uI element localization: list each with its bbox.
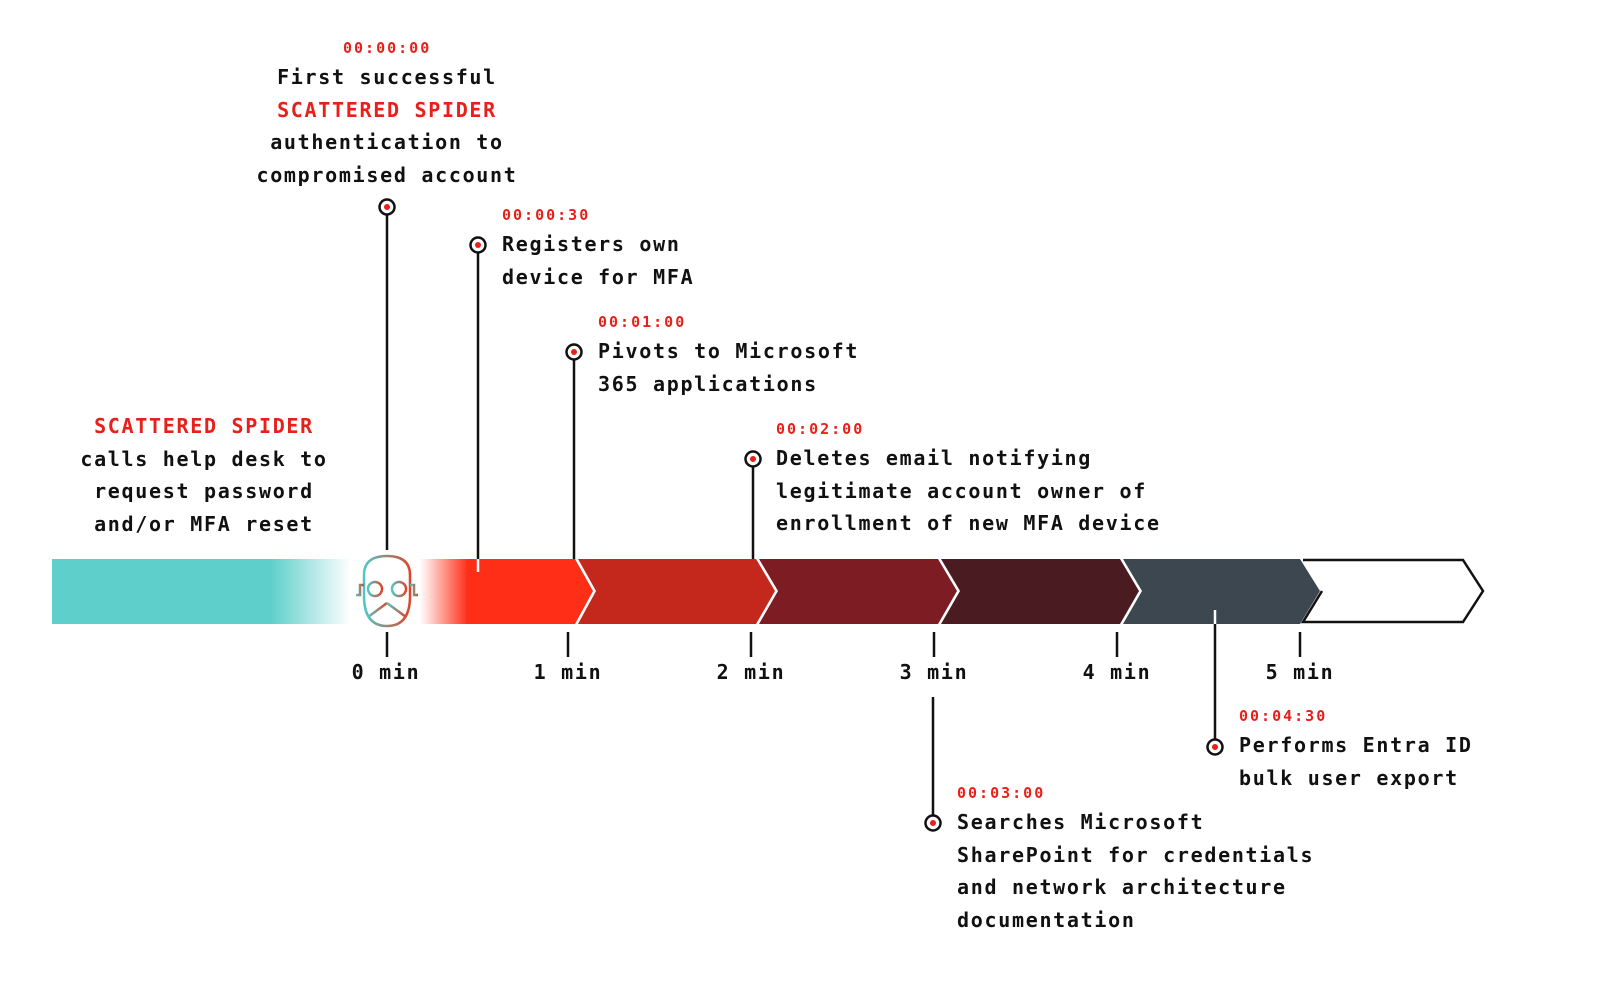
axis-label-4: 4 min: [1082, 660, 1152, 684]
intro-actor: SCATTERED SPIDER: [94, 414, 314, 438]
event-1-text: Registers own device for MFA: [502, 228, 694, 293]
event-line: bulk user export: [1239, 765, 1459, 790]
axis-ticks: [385, 632, 1302, 657]
event-line: Pivots to Microsoft: [598, 339, 860, 363]
event-4-text: Searches Microsoft SharePoint for creden…: [957, 806, 1314, 936]
event-line: documentation: [957, 907, 1136, 932]
timeline-bar: [52, 558, 1485, 624]
event-line: enrollment of new MFA device: [776, 511, 1161, 535]
axis-label-0: 0 min: [351, 660, 421, 684]
connectors: [385, 214, 1217, 816]
bar-segment-4-5: [1123, 559, 1320, 624]
event-0-time: 00:00:00: [343, 39, 432, 57]
event-0-text: First successful SCATTERED SPIDER authen…: [227, 61, 547, 191]
axis-label-3: 3 min: [899, 660, 969, 684]
bar-segment-future: [1300, 558, 1485, 624]
event-line: compromised account: [256, 162, 518, 187]
event-marker-icon: [924, 814, 942, 832]
event-2-text: Pivots to Microsoft 365 applications: [598, 335, 859, 400]
intro-line: calls help desk to: [80, 446, 328, 471]
intro-line: and/or MFA reset: [94, 511, 314, 536]
event-5-time: 00:04:30: [1239, 707, 1328, 725]
event-3-text: Deletes email notifying legitimate accou…: [776, 442, 1161, 540]
bar-red-fade: [420, 559, 468, 624]
event-line: authentication to: [270, 130, 504, 154]
bar-segment-0-1: [467, 559, 593, 624]
event-line: Registers own: [502, 232, 681, 256]
axis-label-1: 1 min: [533, 660, 603, 684]
event-2-time: 00:01:00: [598, 313, 687, 331]
event-marker-icon: [565, 343, 583, 361]
event-line: 365 applications: [598, 371, 818, 396]
event-4-time: 00:03:00: [957, 784, 1046, 802]
event-1-time: 00:00:30: [502, 206, 591, 224]
bar-segment-2-3: [759, 559, 957, 624]
event-line: Deletes email notifying: [776, 446, 1093, 470]
bar-teal: [52, 559, 272, 624]
event-marker-icon: [469, 236, 487, 254]
event-line: Performs Entra ID: [1239, 733, 1473, 757]
bar-segment-3-4: [941, 559, 1139, 624]
event-line: legitimate account owner of: [776, 478, 1148, 503]
axis-label-5: 5 min: [1265, 660, 1335, 684]
event-marker-icon: [378, 198, 396, 216]
event-5-text: Performs Entra ID bulk user export: [1239, 729, 1473, 794]
scattered-spider-logo: [356, 554, 418, 628]
bar-segment-1-2: [578, 559, 775, 624]
intro-text: SCATTERED SPIDER calls help desk to requ…: [64, 410, 344, 540]
event-line: and network architecture: [957, 875, 1287, 899]
bar-teal-fade: [271, 559, 351, 624]
intro-line: request password: [94, 479, 314, 503]
event-line: First successful: [277, 65, 497, 89]
event-markers: [378, 198, 1224, 832]
event-marker-icon: [744, 450, 762, 468]
event-line: device for MFA: [502, 264, 695, 289]
axis-label-2: 2 min: [716, 660, 786, 684]
event-line: SharePoint for credentials: [957, 842, 1315, 867]
event-line: Searches Microsoft: [957, 810, 1205, 834]
event-3-time: 00:02:00: [776, 420, 865, 438]
event-marker-icon: [1206, 738, 1224, 756]
event-actor: SCATTERED SPIDER: [277, 97, 497, 122]
